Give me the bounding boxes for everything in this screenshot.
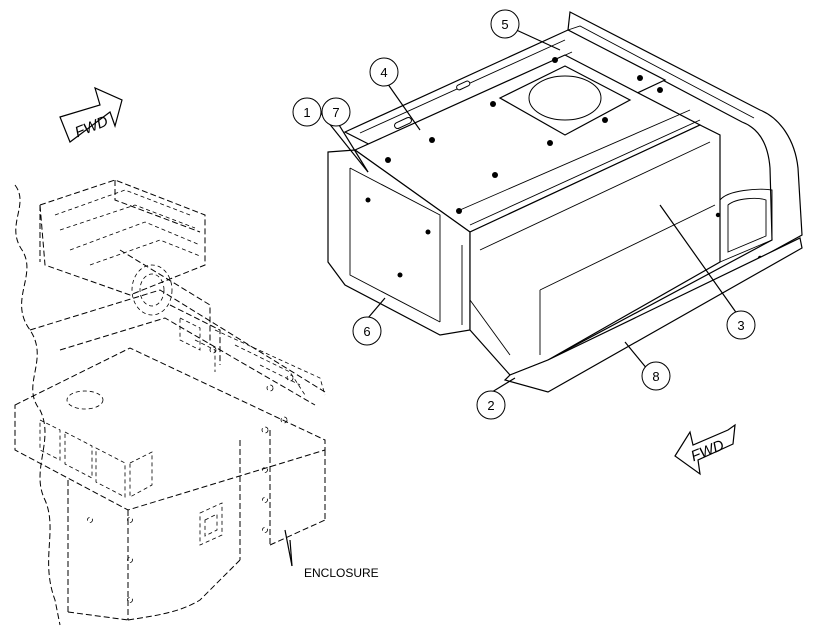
svg-text:4: 4 — [380, 65, 387, 80]
access-hole — [528, 75, 602, 121]
enclosure-label: ENCLOSURE — [304, 566, 379, 580]
callout-4: 4 — [369, 57, 399, 87]
svg-text:6: 6 — [363, 324, 370, 339]
cover-assembly-drawing — [327, 11, 803, 393]
svg-text:1: 1 — [303, 105, 310, 120]
fwd-arrow-left: FWD — [59, 86, 123, 143]
leader-lines — [284, 27, 741, 567]
svg-text:7: 7 — [332, 105, 339, 120]
svg-text:2: 2 — [487, 398, 494, 413]
side-panel — [469, 124, 721, 376]
callout-5: 5 — [490, 9, 520, 39]
svg-text:5: 5 — [501, 17, 508, 32]
callout-1: 1 — [292, 97, 322, 127]
callout-2: 2 — [476, 390, 506, 420]
bottom-flange — [503, 237, 803, 393]
svg-text:8: 8 — [652, 369, 659, 384]
callout-3: 3 — [726, 310, 756, 340]
callout-8: 8 — [641, 361, 671, 391]
callout-6: 6 — [352, 316, 382, 346]
callout-7: 7 — [321, 97, 351, 127]
fwd-arrow-right: FWD — [674, 423, 736, 476]
machine-context-drawing — [14, 179, 326, 626]
svg-text:3: 3 — [737, 318, 744, 333]
front-end-panel — [327, 149, 471, 336]
fwd-label: FWD — [689, 437, 727, 466]
